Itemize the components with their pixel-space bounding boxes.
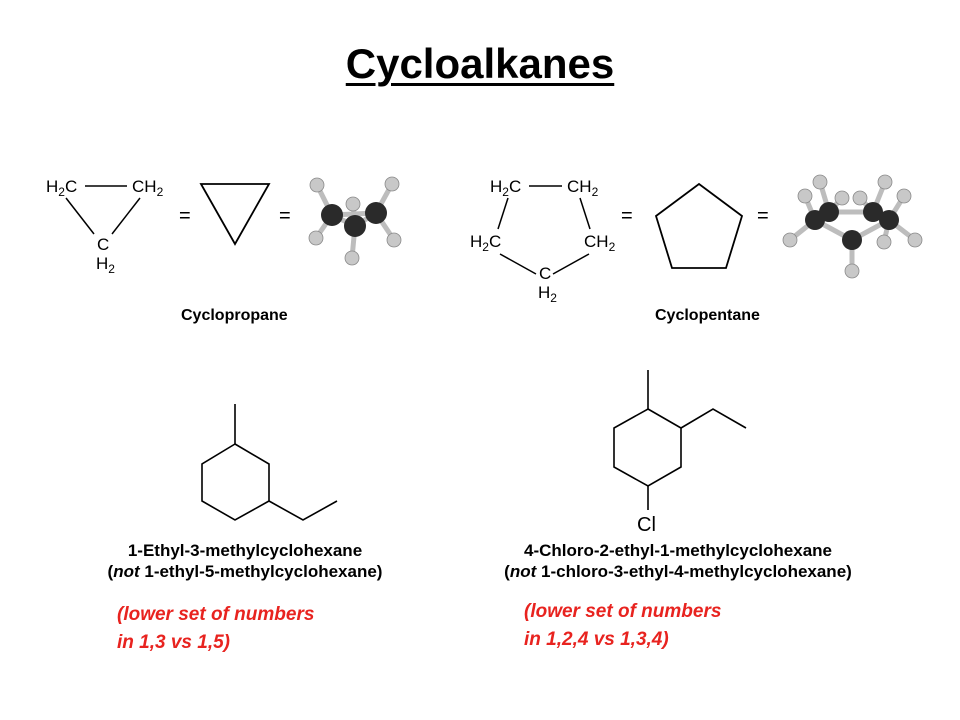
cyclopentane-condensed-structure: H2C CH2 H2C CH2 C H2 [470, 177, 616, 305]
cyclopentane-atom-c: C [539, 264, 551, 283]
left-numbering-note: (lower set of numbers in 1,3 vs 1,5) [117, 604, 315, 653]
chloro-substituent-label: Cl [637, 514, 656, 536]
cyclopentane-bond-upper-left [497, 197, 509, 230]
cyclopentane-atom-h2c-mid: H2C [470, 232, 501, 254]
cyclopropane-bond-left [65, 197, 95, 235]
cyclohexane-ring-right [613, 408, 682, 487]
slide-title: Cycloalkanes [345, 40, 615, 87]
left-compound-name-block: 1-Ethyl-3-methylcyclohexane (not 1-ethyl… [80, 540, 410, 582]
cyclopropane-bond-right [111, 197, 141, 235]
cyclopentane-bond-lower-left [499, 253, 537, 275]
cyclopropane-condensed-structure: H2C CH2 C H2 [46, 177, 164, 276]
cyclopentane-equals-2: = [757, 205, 769, 227]
cyclopropane-atom-h2: H2 [96, 254, 115, 276]
cyclopentane-atom-h2c-top: H2C [490, 177, 521, 199]
cyclopropane-equals-2: = [279, 205, 291, 227]
cyclopropane-ball-and-stick-model [308, 176, 402, 266]
cyclopentane-ball-and-stick-model [782, 174, 923, 279]
cyclopentane-skeletal [654, 182, 744, 269]
cyclopentane-atom-h2: H2 [538, 283, 557, 305]
ethyl-bond-right [680, 408, 747, 429]
right-compound-alt-name: (not 1-chloro-3-ethyl-4-methylcyclohexan… [504, 562, 852, 581]
cyclopentane-bond-lower-right [552, 253, 590, 275]
left-compound-name: 1-Ethyl-3-methylcyclohexane [127, 541, 363, 560]
ethyl-bond-left [268, 500, 338, 521]
right-compound-name-block: 4-Chloro-2-ethyl-1-methylcyclohexane (no… [458, 540, 898, 582]
cyclopropane-equals-1: = [179, 205, 191, 227]
cyclopentane-atom-ch2-mid: CH2 [584, 232, 616, 254]
cyclopropane-caption: Cyclopropane [181, 307, 288, 324]
cyclopropane-atom-h2c: H2C [46, 177, 77, 199]
cyclohexane-ring-left [201, 443, 270, 521]
cyclopropane-atom-ch2: CH2 [132, 177, 164, 199]
cyclopentane-atom-ch2-top: CH2 [567, 177, 599, 199]
right-numbering-note: (lower set of numbers in 1,2,4 vs 1,3,4) [524, 601, 722, 650]
right-compound-name: 4-Chloro-2-ethyl-1-methylcyclohexane [524, 541, 832, 560]
cyclopentane-equals-1: = [621, 205, 633, 227]
ethyl-methylcyclohexane-skeletal [201, 404, 338, 521]
cyclopropane-atom-c: C [97, 235, 109, 254]
cyclopropane-skeletal [199, 183, 271, 246]
left-compound-alt-name: (not 1-ethyl-5-methylcyclohexane) [107, 562, 383, 581]
cyclopentane-caption: Cyclopentane [655, 307, 760, 324]
cyclopentane-bond-upper-right [579, 197, 591, 230]
chloro-ethyl-methylcyclohexane-skeletal [613, 370, 747, 510]
